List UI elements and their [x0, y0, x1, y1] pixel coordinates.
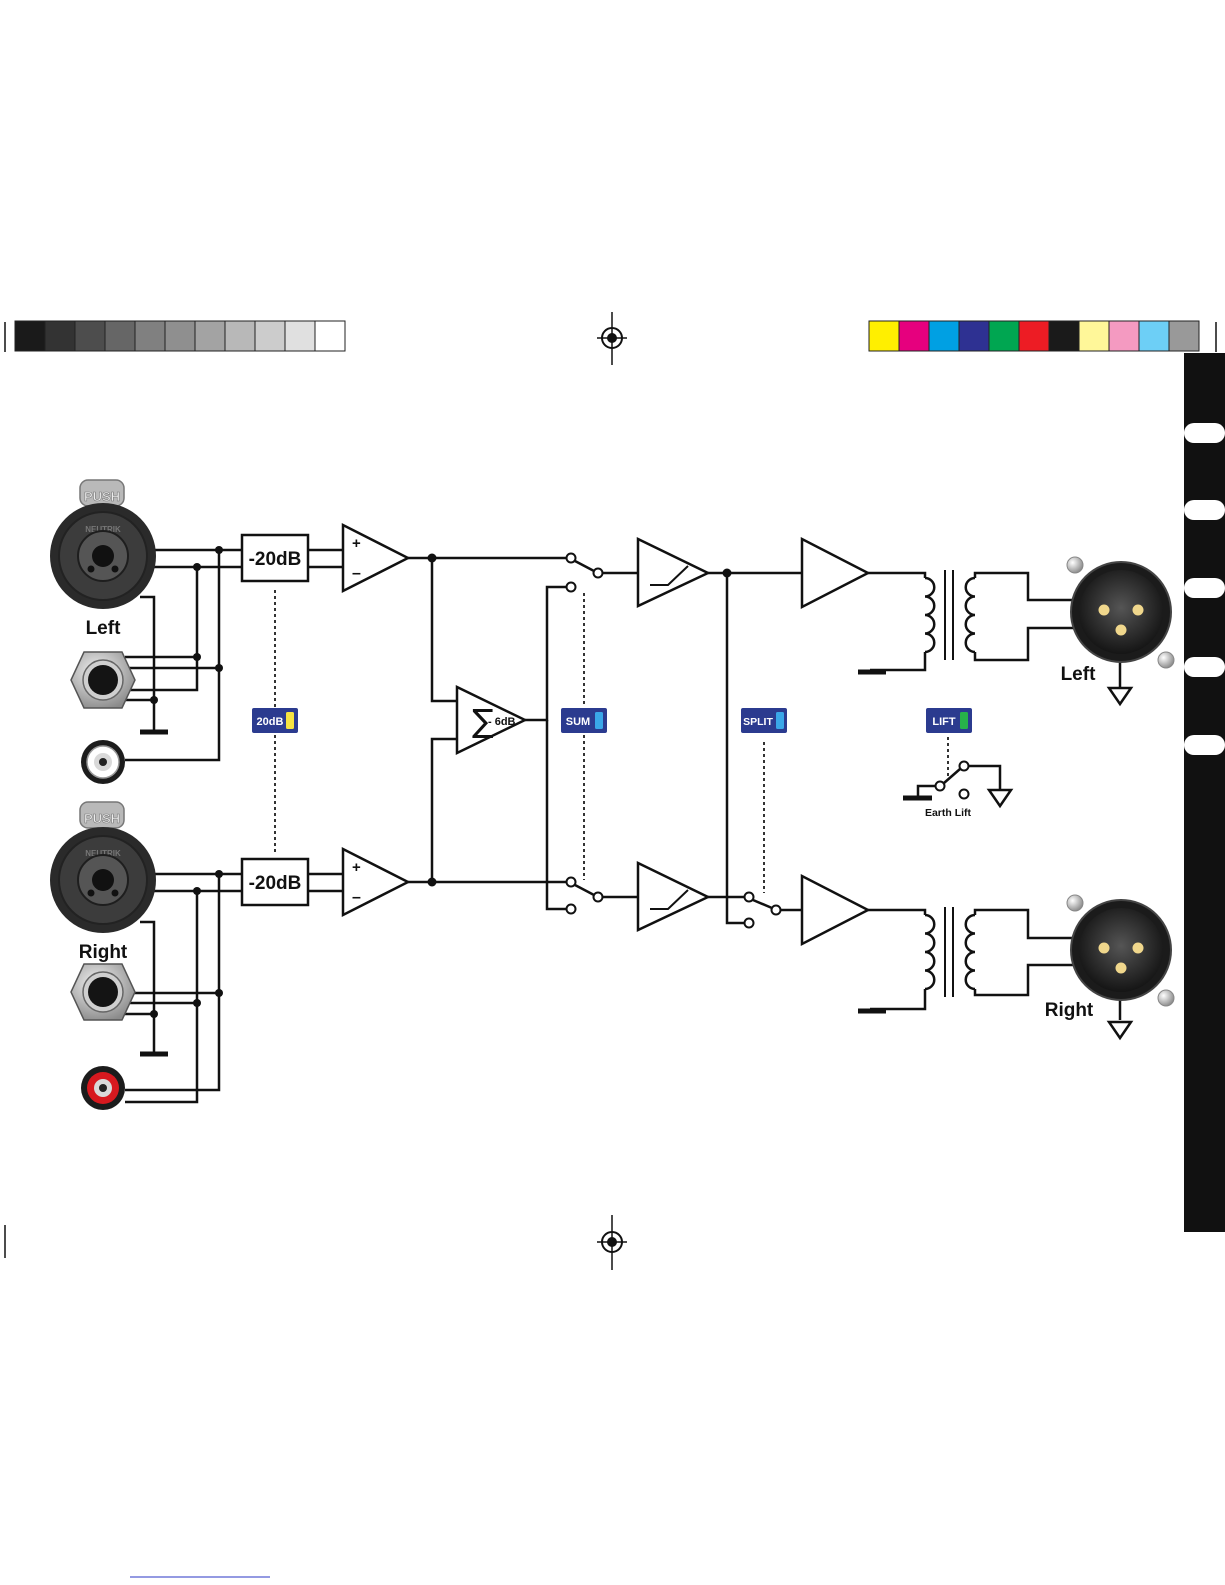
svg-text:20dB: 20dB: [257, 716, 284, 728]
svg-text:–: –: [352, 565, 361, 582]
earth-lift-switch-symbol: [936, 762, 969, 799]
gray-swatch: [255, 321, 285, 351]
output-driver-left: [802, 539, 868, 607]
color-swatch: [1169, 321, 1199, 351]
svg-text:SPLIT: SPLIT: [743, 716, 773, 728]
svg-text:PUSH: PUSH: [84, 811, 120, 826]
color-swatch: [1049, 321, 1079, 351]
sum-switch[interactable]: SUM: [561, 708, 607, 733]
pad-block-right: -20dB: [242, 859, 308, 905]
split-switch[interactable]: SPLIT: [741, 708, 787, 733]
transformer-left: [925, 570, 975, 660]
input-label-right: Right: [79, 942, 128, 963]
color-swatch: [1109, 321, 1139, 351]
sum-switch-contacts-right: [567, 878, 603, 914]
color-swatch: [869, 321, 899, 351]
quarter-inch-jack-left: [71, 652, 135, 708]
color-swatch: [899, 321, 929, 351]
filter-left: [638, 539, 708, 606]
rca-jack-right: [81, 1066, 125, 1110]
gray-swatch: [195, 321, 225, 351]
transformer-winding: [966, 915, 975, 989]
svg-text:SUM: SUM: [566, 716, 590, 728]
registration-mark-bottom: [597, 1215, 627, 1270]
pad-block-left: -20dB: [242, 535, 308, 581]
transformer-winding: [925, 915, 934, 989]
summing-amplifier: ∑ - 6dB: [457, 687, 525, 753]
color-swatch: [1019, 321, 1049, 351]
color-swatch: [959, 321, 989, 351]
filter-right: [638, 863, 708, 930]
input-opamp-right: + –: [343, 849, 408, 915]
output-label-right: Right: [1045, 1000, 1094, 1021]
gray-swatch: [315, 321, 345, 351]
combo-jack-left: PUSH NEUTRIK: [50, 480, 156, 609]
gray-swatch: [135, 321, 165, 351]
side-tab: [1184, 353, 1225, 1232]
color-bar: [869, 321, 1199, 351]
lift-switch[interactable]: LIFT: [926, 708, 972, 733]
color-swatch: [1079, 321, 1109, 351]
junctions: [150, 546, 732, 1018]
color-swatch: [929, 321, 959, 351]
color-swatch: [1139, 321, 1169, 351]
svg-text:- 6dB: - 6dB: [488, 716, 516, 728]
svg-text:-20dB: -20dB: [249, 873, 302, 894]
xlr-output-left: [1067, 557, 1174, 668]
sum-switch-contacts-left: [567, 554, 603, 592]
transformer-winding: [966, 578, 975, 652]
output-driver-right: [802, 876, 868, 944]
grayscale-bar: [15, 321, 345, 351]
registration-mark-top: [597, 312, 627, 365]
split-switch-contacts: [745, 893, 781, 928]
jack-extra-wires: [125, 657, 197, 1003]
combo-jack-right: PUSH NEUTRIK: [50, 802, 156, 933]
svg-text:LIFT: LIFT: [932, 716, 955, 728]
gray-swatch: [15, 321, 45, 351]
pad-20db-switch[interactable]: 20dB: [252, 708, 298, 733]
svg-text:–: –: [352, 889, 361, 906]
gray-swatch: [75, 321, 105, 351]
svg-text:-20dB: -20dB: [249, 549, 302, 570]
input-label-left: Left: [86, 618, 122, 639]
color-swatch: [989, 321, 1019, 351]
svg-text:PUSH: PUSH: [84, 489, 120, 504]
gray-swatch: [285, 321, 315, 351]
rca-jack-left: [81, 740, 125, 784]
svg-text:+: +: [352, 859, 361, 876]
input-opamp-left: + –: [343, 525, 408, 591]
gray-swatch: [225, 321, 255, 351]
earth-lift-caption: Earth Lift: [925, 807, 972, 819]
transformer-winding: [925, 578, 934, 652]
gray-swatch: [165, 321, 195, 351]
transformer-right: [925, 907, 975, 997]
gray-swatch: [105, 321, 135, 351]
xlr-output-right: [1067, 895, 1174, 1006]
svg-text:+: +: [352, 535, 361, 552]
quarter-inch-jack-right: [71, 964, 135, 1020]
output-label-left: Left: [1061, 664, 1097, 685]
gray-swatch: [45, 321, 75, 351]
